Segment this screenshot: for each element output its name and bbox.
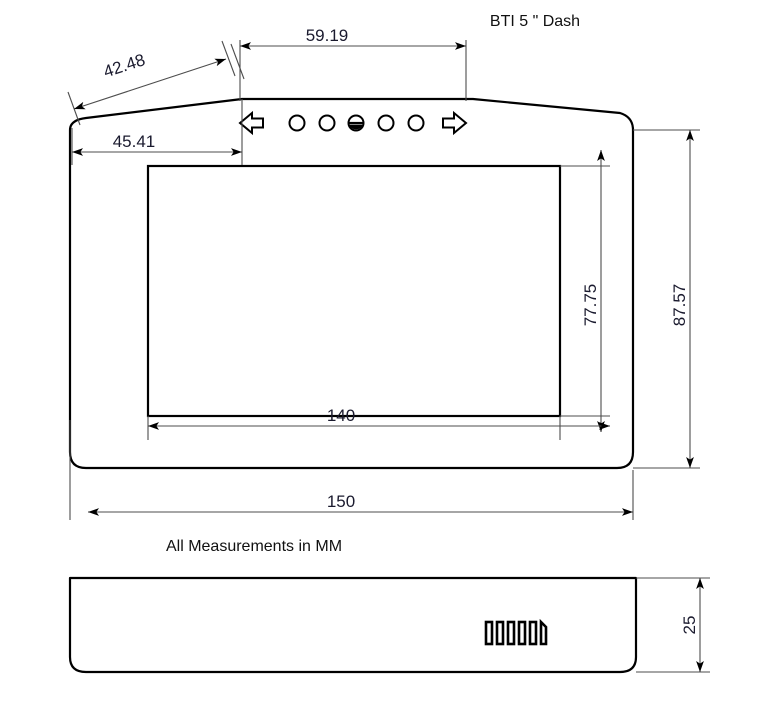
dimension-label-45-41: 45.41 [113,132,156,151]
connector-pins [484,618,548,646]
front-view-screen-area [146,164,562,418]
dimension-42-48: 42.48 [67,40,245,126]
dimension-label-77-75: 77.75 [581,284,600,327]
dimension-label-42-48: 42.48 [101,50,147,81]
page-title: BTI 5 " Dash [490,13,580,30]
dimension-label-59-19: 59.19 [306,26,349,45]
dimension-25: 25 [636,577,710,673]
dimension-45-41: 45.41 [71,99,243,165]
dimension-label-25: 25 [680,616,699,635]
dimension-140: 140 [147,406,610,440]
dimension-77-75: 77.75 [560,150,610,432]
units-note: All Measurements in MM [166,538,342,555]
left-arrow-button[interactable] [238,110,264,136]
round-button-2[interactable] [318,114,336,132]
center-indicator-button[interactable] [347,114,365,132]
round-button-1[interactable] [288,114,306,132]
dimension-150: 150 [69,420,634,520]
right-arrow-button[interactable] [442,110,468,136]
dimension-label-87-57: 87.57 [670,284,689,327]
side-view-body-outline [68,576,638,674]
dimension-87-57: 87.57 [633,129,700,469]
dimension-59-19: 59.19 [239,26,467,101]
round-button-5[interactable] [407,114,425,132]
round-button-4[interactable] [377,114,395,132]
dimension-label-140: 140 [327,406,355,425]
dimension-label-150: 150 [327,492,355,511]
